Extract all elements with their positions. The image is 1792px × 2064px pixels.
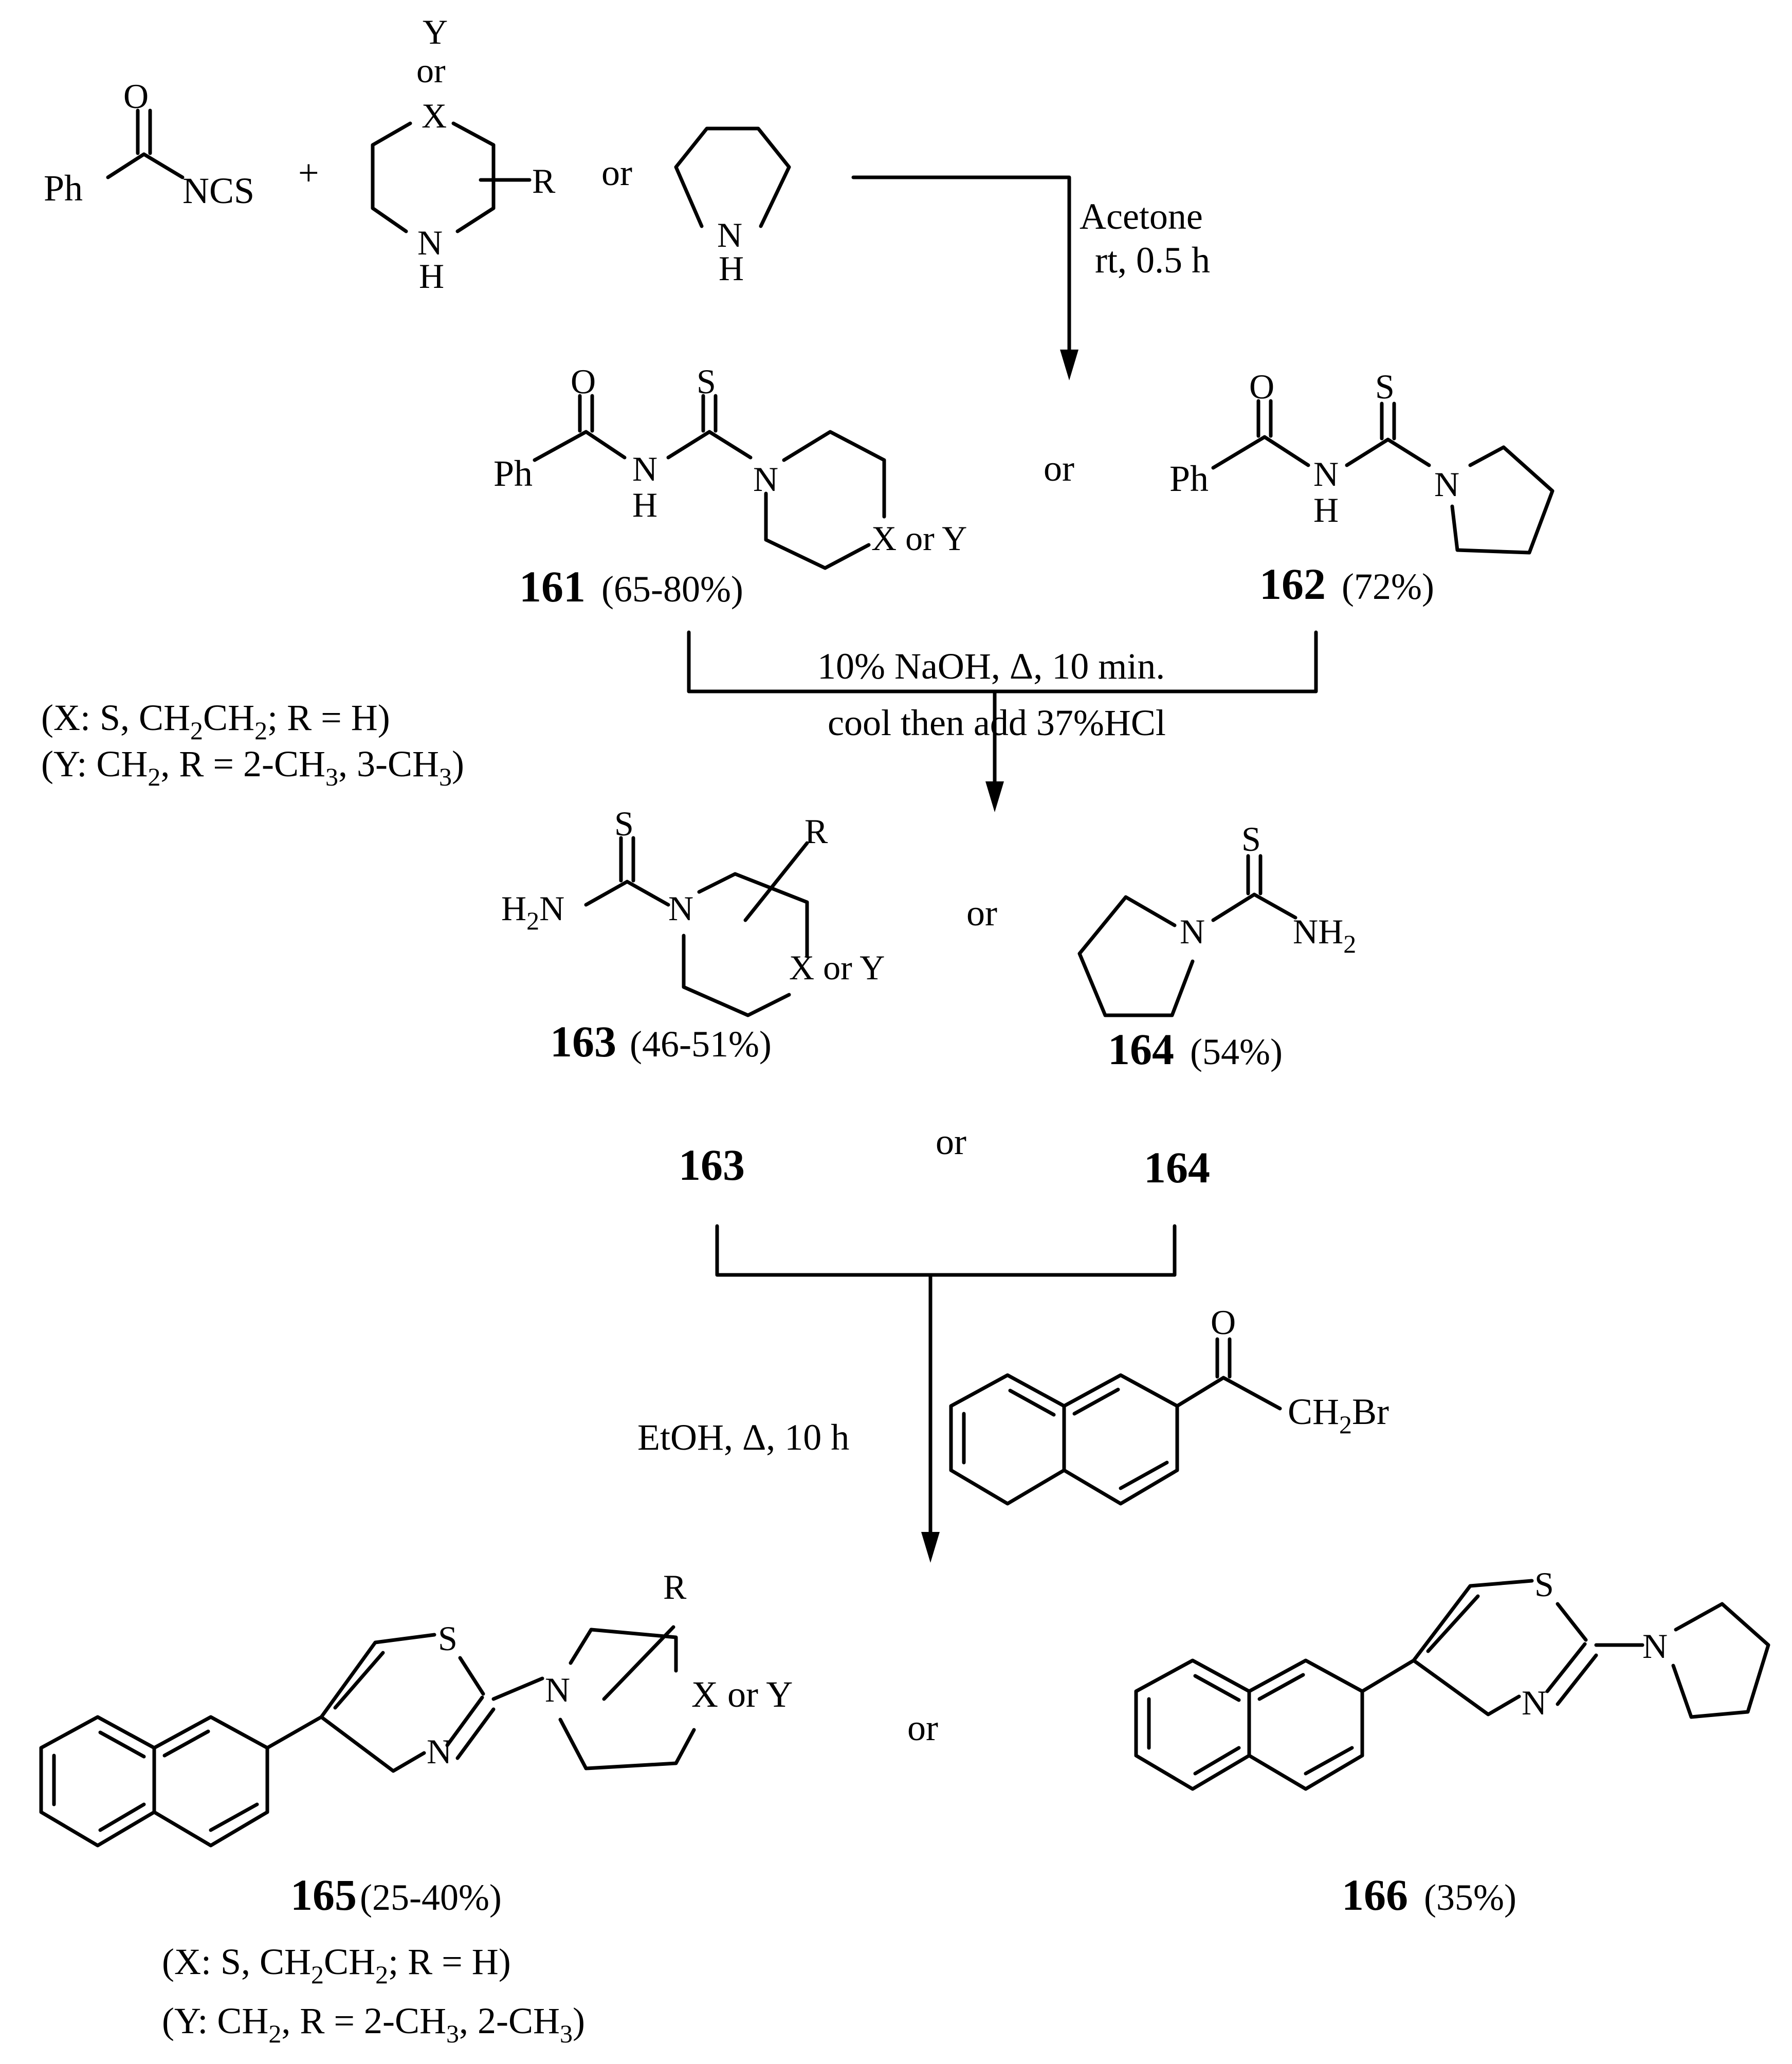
or-row3: or <box>966 892 997 934</box>
substituents-top: (X: S, CH2CH2; R = H) (Y: CH2, R = 2-CH3… <box>41 697 464 791</box>
arrow-step1 <box>851 175 1078 380</box>
compound-165-structure: S N N R X or Y <box>39 1567 793 1848</box>
ring-tail: X or Y <box>789 948 885 987</box>
atom-nitrogen: N <box>1313 454 1339 494</box>
compound-162-yield: (72%) <box>1342 566 1434 607</box>
sub-line-x: (X: S, CH2CH2; R = H) <box>162 1941 511 1989</box>
compound-164-id: 164 <box>1108 1025 1174 1074</box>
compound-162-structure: Ph O N H S N <box>1169 367 1555 555</box>
compound-164-label: 164 <box>1144 1143 1210 1192</box>
compound-162-id: 162 <box>1259 559 1326 609</box>
substituents-bottom: (X: S, CH2CH2; R = H) (Y: CH2, R = 2-CH3… <box>162 1941 585 2048</box>
sub-line-y: (Y: CH2, R = 2-CH3, 2-CH3) <box>162 2000 585 2048</box>
bromoacetylnaphthalene: O CH2Br <box>949 1303 1389 1506</box>
or-top: or <box>601 152 632 193</box>
atom-nitrogen: N <box>632 449 657 488</box>
compound-163-label: 163 <box>679 1140 745 1190</box>
atom-oxygen: O <box>1249 367 1274 406</box>
plus-sign: + <box>298 152 319 193</box>
compound-163-structure: S R H2N N X or Y <box>501 804 885 1017</box>
label-n: N <box>417 223 443 262</box>
sub-line-x: (X: S, CH2CH2; R = H) <box>41 697 390 745</box>
atom-nitrogen: N <box>427 1732 452 1771</box>
atom-sulfur: S <box>1241 819 1261 859</box>
step1-solvent: Acetone <box>1080 196 1203 237</box>
arrow-step3 <box>715 1224 1177 1563</box>
or-row5: or <box>907 1707 938 1748</box>
atom-hydrogen: H <box>632 485 657 524</box>
step2-line1: 10% NaOH, Δ, 10 min. <box>817 646 1165 687</box>
ring-tail: X or Y <box>691 1674 793 1715</box>
atom-sulfur: S <box>697 362 716 401</box>
bromomethyl-label: CH2Br <box>1288 1391 1389 1439</box>
compound-163-id: 163 <box>550 1017 616 1066</box>
atom-oxygen: O <box>123 77 149 116</box>
compound-164-yield: (54%) <box>1190 1031 1283 1072</box>
label-y: Y <box>423 12 448 51</box>
phenyl-label: Ph <box>493 453 533 494</box>
compound-161-id: 161 <box>519 562 586 611</box>
benzoyl-isothiocyanate: O Ph NCS <box>44 77 254 211</box>
label-h: H <box>419 257 444 296</box>
atom-hydrogen: H <box>1313 490 1339 529</box>
atom-oxygen: O <box>571 362 596 401</box>
compound-166-yield: (35%) <box>1424 1877 1516 1918</box>
atom-nitrogen: N <box>1180 912 1205 951</box>
compound-161-structure: Ph O N H S N X or Y <box>493 362 967 570</box>
atom-oxygen: O <box>1211 1303 1236 1342</box>
step2-line2: cool then add 37%HCl <box>828 702 1166 743</box>
ring-tail: X or Y <box>871 519 967 558</box>
compound-165-id: 165 <box>290 1870 357 1920</box>
atom-sulfur: S <box>1534 1565 1554 1604</box>
compound-166-id: 166 <box>1342 1870 1408 1920</box>
compound-164-structure: S N NH2 <box>1077 819 1356 1017</box>
compound-165-yield: (25-40%) <box>360 1877 502 1918</box>
atom-nitrogen: N <box>1434 465 1459 504</box>
phenyl-label: Ph <box>44 168 83 209</box>
or-row2: or <box>1044 448 1074 489</box>
label-r: R <box>532 161 556 200</box>
label-n: N <box>717 215 742 254</box>
atom-nitrogen: N <box>1522 1683 1547 1722</box>
step3-conditions: EtOH, Δ, 10 h <box>637 1417 849 1458</box>
piperidine-reagent: Y or X R N H <box>371 12 556 296</box>
label-or: or <box>416 51 446 90</box>
atom-r: R <box>663 1567 687 1606</box>
compound-163-yield: (46-51%) <box>630 1024 772 1065</box>
atom-nitrogen: N <box>753 460 778 499</box>
atom-sulfur: S <box>1375 367 1395 406</box>
or-row4: or <box>936 1121 966 1162</box>
isothiocyanate-label: NCS <box>182 170 254 211</box>
atom-nitrogen: N <box>545 1670 570 1709</box>
pyrrolidine-reagent: N H <box>674 126 791 288</box>
label-x: X <box>422 96 447 135</box>
sub-line-y: (Y: CH2, R = 2-CH3, 3-CH3) <box>41 743 464 791</box>
atom-sulfur: S <box>438 1619 458 1658</box>
compound-166-structure: S N N <box>1134 1565 1770 1791</box>
atom-sulfur: S <box>614 804 634 843</box>
atom-nitrogen: N <box>668 889 693 928</box>
compound-161-yield: (65-80%) <box>601 569 743 610</box>
phenyl-label: Ph <box>1169 458 1209 499</box>
label-h: H <box>719 249 744 288</box>
step1-conditions: rt, 0.5 h <box>1095 240 1210 281</box>
atom-nitrogen: N <box>1642 1627 1668 1666</box>
amine-label: H2N <box>501 889 564 935</box>
amine-label: NH2 <box>1293 912 1356 958</box>
atom-r: R <box>804 812 828 851</box>
arrow-step2 <box>687 630 1318 812</box>
